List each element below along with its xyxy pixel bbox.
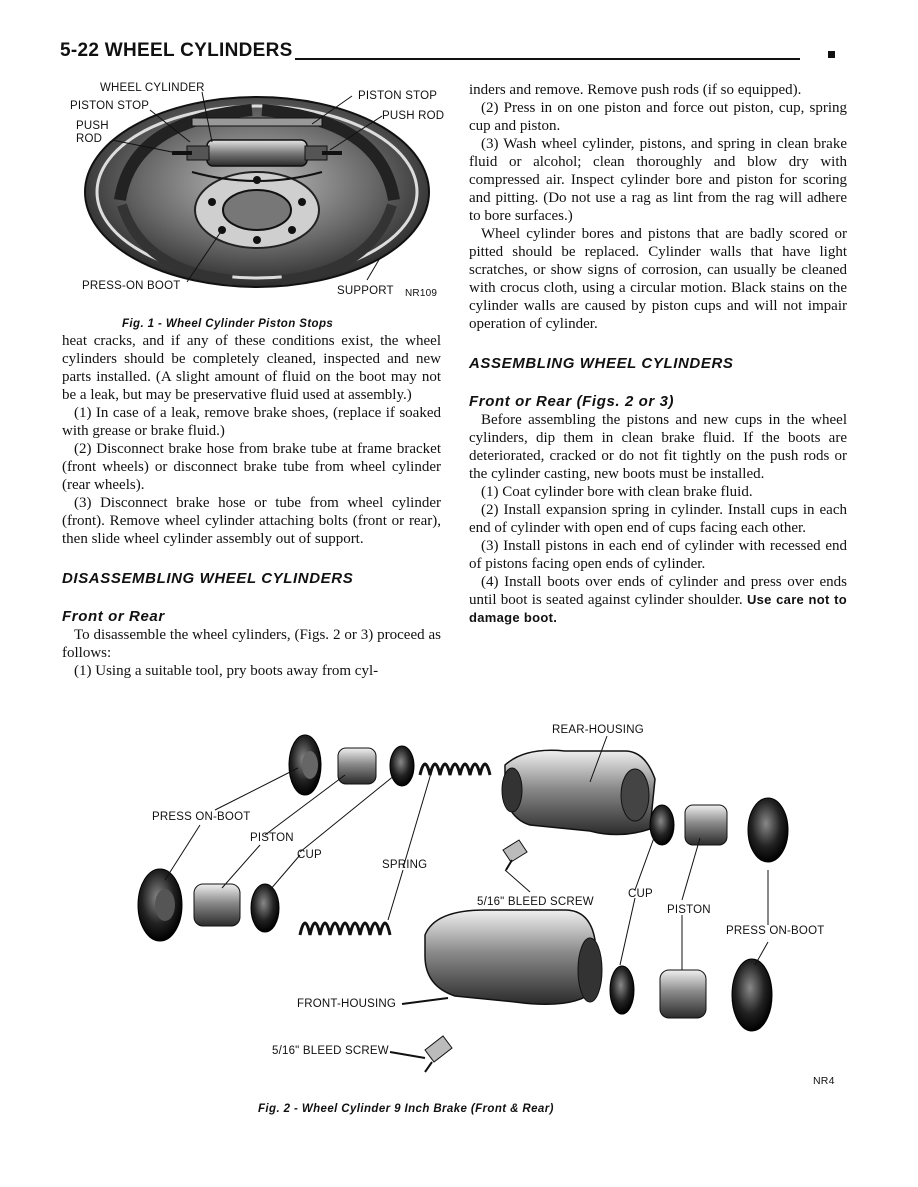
- label-bleed-screw-front: 5/16" BLEED SCREW: [272, 1045, 389, 1057]
- figure-2-caption: Fig. 2 - Wheel Cylinder 9 Inch Brake (Fr…: [258, 1103, 554, 1115]
- label-support: SUPPORT: [337, 285, 394, 297]
- label-wheel-cylinder: WHEEL CYLINDER: [100, 82, 205, 94]
- label-rear-housing: REAR-HOUSING: [552, 724, 644, 736]
- label-bleed-screw-rear: 5/16" BLEED SCREW: [477, 896, 594, 908]
- right-column: inders and remove. Remove push rods (if …: [469, 81, 847, 627]
- label-push-rod-left: PUSH ROD: [76, 120, 109, 145]
- paragraph: (1) In case of a leak, remove brake shoe…: [62, 405, 441, 439]
- wheel-cylinder-exploded-illustration: [137, 734, 789, 1073]
- paragraph: (2) Install expansion spring in cylinder…: [469, 502, 847, 536]
- paragraph: Wheel cylinder bores and pistons that ar…: [469, 226, 847, 332]
- label-cup-left: CUP: [297, 849, 322, 861]
- label-piston-right: PISTON: [667, 904, 711, 916]
- header-rule: [295, 58, 800, 60]
- header-marker: [828, 51, 835, 58]
- label-front-housing: FRONT-HOUSING: [297, 998, 397, 1010]
- left-column: heat cracks, and if any of these conditi…: [62, 332, 441, 680]
- paragraph: To disassemble the wheel cylinders, (Fig…: [62, 627, 441, 661]
- paragraph: (3) Wash wheel cylinder, pistons, and sp…: [469, 136, 847, 224]
- page-title: 5-22 WHEEL CYLINDERS: [60, 40, 293, 61]
- paragraph-text: (4) Install boots over ends of cylinder …: [469, 574, 847, 608]
- figure-1-caption: Fig. 1 - Wheel Cylinder Piston Stops: [122, 318, 334, 330]
- figure-code: NR4: [813, 1075, 835, 1087]
- label-piston-stop-left: PISTON STOP: [70, 100, 150, 112]
- paragraph: (2) Press in on one piston and force out…: [469, 100, 847, 134]
- paragraph: (1) Using a suitable tool, pry boots awa…: [74, 663, 379, 679]
- paragraph: (1) Coat cylinder bore with clean brake …: [481, 484, 753, 500]
- figure-1: WHEEL CYLINDER PISTON STOP PUSH ROD PIST…: [62, 80, 452, 320]
- section-heading: DISASSEMBLING WHEEL CYLINDERS: [62, 570, 354, 587]
- label-press-on-boot-left: PRESS ON-BOOT: [152, 811, 251, 823]
- paragraph: heat cracks, and if any of these conditi…: [62, 333, 441, 403]
- label-piston-stop-right: PISTON STOP: [358, 90, 438, 102]
- paragraph: inders and remove. Remove push rods (if …: [469, 82, 802, 98]
- label-press-on-boot-right: PRESS ON-BOOT: [726, 925, 825, 937]
- brake-assembly-illustration: [84, 91, 430, 288]
- figure-2: REAR-HOUSING PRESS ON-BOOT PISTON CUP SP…: [120, 720, 840, 1100]
- figure-code: NR109: [405, 288, 438, 299]
- label-cup-right: CUP: [628, 888, 653, 900]
- label-piston-left: PISTON: [250, 832, 294, 844]
- subsection-heading: Front or Rear (Figs. 2 or 3): [469, 393, 675, 410]
- paragraph: (3) Install pistons in each end of cylin…: [469, 538, 847, 572]
- paragraph: Before assembling the pistons and new cu…: [469, 412, 847, 482]
- paragraph: (4) Install boots over ends of cylinder …: [469, 573, 847, 627]
- warning-text: Use care not to damage boot.: [469, 592, 847, 625]
- section-heading: ASSEMBLING WHEEL CYLINDERS: [469, 355, 734, 372]
- label-press-on-boot: PRESS-ON BOOT: [82, 280, 181, 292]
- paragraph: (2) Disconnect brake hose from brake tub…: [62, 441, 441, 493]
- label-spring: SPRING: [382, 859, 428, 871]
- subsection-heading: Front or Rear: [62, 608, 165, 625]
- paragraph: (3) Disconnect brake hose or tube from w…: [62, 495, 441, 547]
- label-push-rod-right: PUSH ROD: [382, 110, 445, 122]
